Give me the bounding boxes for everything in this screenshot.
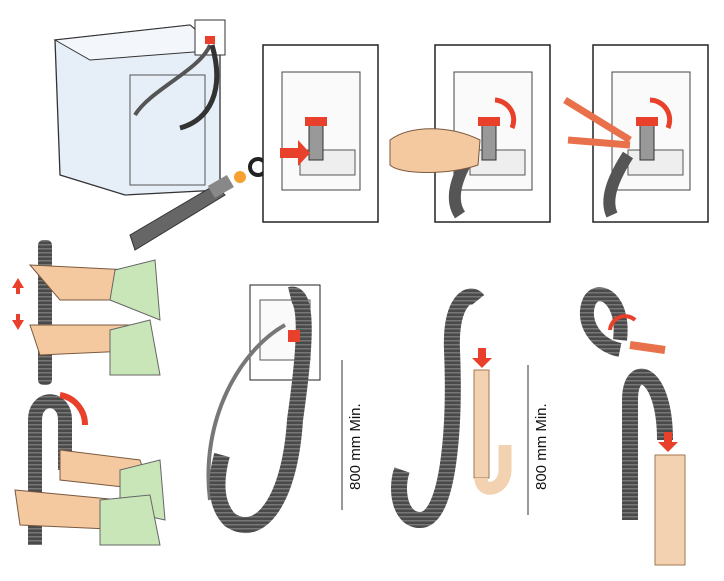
drain-hose-trap-step (391, 288, 529, 529)
panel-tighten-with-wrench (563, 44, 709, 223)
cutter-icon (629, 341, 666, 354)
stretch-hose-step (12, 240, 161, 385)
inlet-hose-parts (129, 157, 268, 251)
drain-hose-wall-step (206, 284, 343, 534)
rotate-arrow-icon (494, 97, 517, 130)
height-label-1: 800 mm Min. (347, 403, 364, 490)
bend-hose-step (14, 392, 166, 546)
arrow-icon (280, 140, 310, 166)
panel-tighten-by-hand (389, 44, 551, 223)
wrench-icon (563, 97, 632, 149)
height-label-2: 800 mm Min. (533, 403, 550, 490)
panel-connect-hose (262, 44, 379, 223)
drain-hose-standpipe-step (579, 287, 686, 566)
washing-machine (53, 19, 226, 196)
